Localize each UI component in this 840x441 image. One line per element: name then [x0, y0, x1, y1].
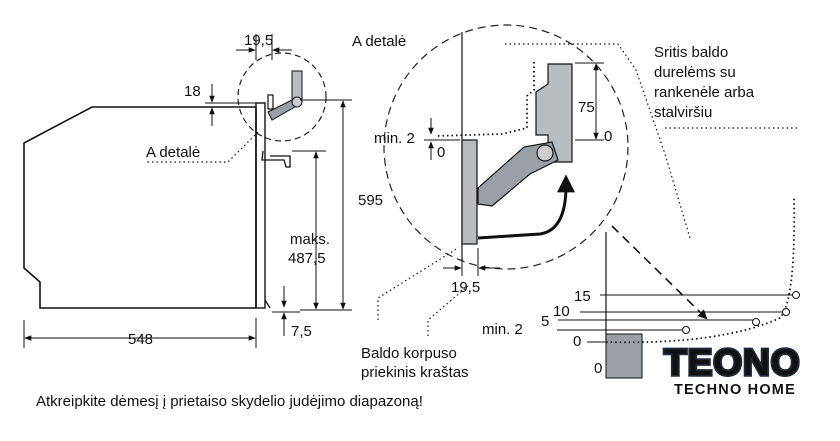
label-detail-top: A detalė	[352, 33, 406, 50]
dim-18: 18	[184, 83, 201, 100]
oven-side-view	[23, 94, 291, 309]
scale-15: 15	[574, 288, 591, 305]
movement-scale	[557, 195, 800, 379]
scale-leader	[611, 225, 708, 320]
dim-595: 595	[358, 192, 383, 209]
label-zone-line2: durelėms su	[654, 64, 736, 81]
note-movement-range: Atkreipkite dėmesį į prietaiso skydelio …	[36, 393, 423, 410]
logo-sub-text: TECHNO HOME	[674, 382, 796, 398]
label-front-edge-line1: Baldo korpuso	[361, 345, 457, 362]
scale-min-2: min. 2	[482, 321, 523, 338]
text-labels: 19,5 18 A detalė 595 maks. 487,5 548 7,5…	[36, 32, 755, 410]
teono-logo: TEONO TECHNO HOME	[662, 340, 801, 398]
label-detail-left: A detalė	[146, 144, 200, 161]
dim-7-5: 7,5	[291, 323, 312, 340]
detail-leaders	[377, 43, 800, 336]
oven-dimension-lines	[23, 34, 352, 348]
dim-75: 75	[578, 99, 595, 116]
dim-0-left: 0	[437, 144, 445, 161]
logo-main-text: TEONO	[664, 342, 801, 383]
detail-circle-large	[383, 24, 629, 270]
scale-5: 5	[541, 313, 549, 330]
dim-min-2-detail: min. 2	[374, 130, 415, 147]
dim-0-right: 0	[604, 128, 612, 145]
detail-leader-left	[146, 131, 259, 163]
label-front-edge-line2: priekinis kraštas	[361, 364, 469, 381]
dim-19-5-top: 19,5	[244, 32, 273, 49]
dim-19-5-bottom: 19,5	[451, 279, 480, 296]
label-zone-line1: Sritis baldo	[654, 44, 728, 61]
scale-10: 10	[553, 303, 570, 320]
detail-dimension-lines	[424, 62, 604, 276]
scale-0: 0	[573, 333, 581, 350]
dim-maks-label: maks.	[290, 231, 330, 248]
label-zone-line3: rankenėle arba	[654, 84, 755, 101]
label-zone-line4: stalviršiu	[654, 104, 712, 121]
scale-0-bottom: 0	[594, 360, 602, 377]
dim-487-5: 487,5	[288, 250, 326, 267]
dim-548: 548	[128, 331, 153, 348]
detail-circle-small	[237, 52, 327, 142]
